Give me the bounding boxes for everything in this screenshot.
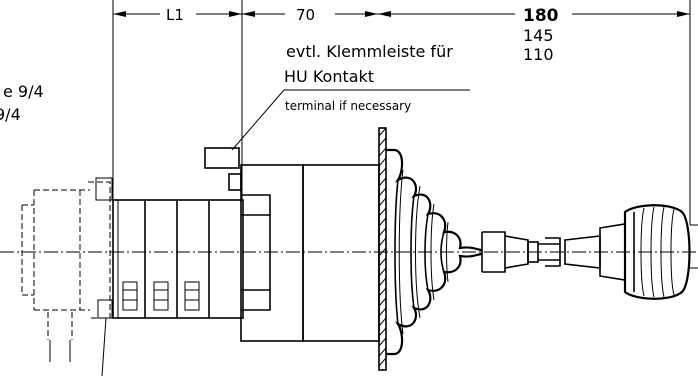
terminal-label-de-line1: evtl. Klemmleiste für	[286, 42, 453, 61]
main-housing	[240, 164, 380, 342]
dim-145-label: 145	[523, 26, 554, 45]
phantom-housing	[21, 177, 113, 376]
rubber-bellows	[386, 148, 506, 356]
terminal-screws	[122, 281, 200, 311]
lever-knob	[623, 204, 698, 300]
dim-70-label: 70	[296, 6, 315, 24]
contact-block-stack	[112, 199, 244, 319]
left-partial-text-1: e 9/4	[3, 82, 44, 101]
terminal-strip	[204, 147, 242, 191]
dim-110-label: 110	[523, 45, 554, 64]
mounting-plate	[378, 127, 387, 371]
dim-l1-label: L1	[166, 6, 184, 24]
left-partial-text-2: 9/4	[0, 105, 21, 124]
dimension-lines	[112, 0, 691, 225]
terminal-label-de-line2: HU Kontakt	[284, 67, 374, 86]
terminal-leader	[231, 89, 470, 151]
terminal-label-en: terminal if necessary	[285, 99, 411, 113]
dim-180-label: 180	[523, 6, 559, 26]
